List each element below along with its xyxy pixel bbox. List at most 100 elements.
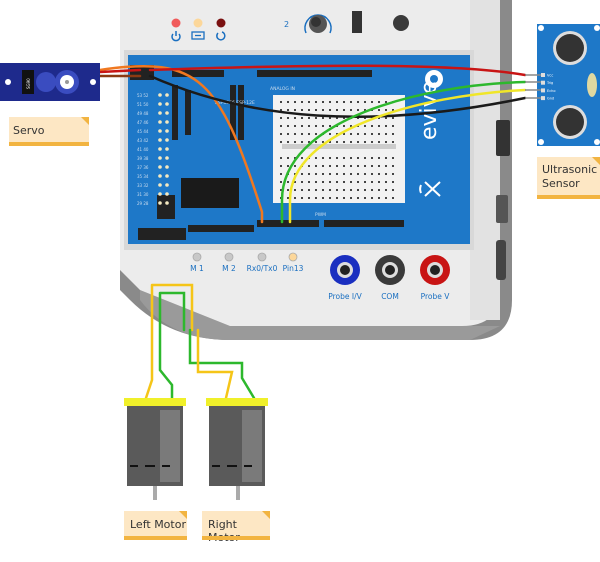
pin-dot <box>165 183 169 187</box>
power-icon <box>171 31 181 42</box>
right-motor-yellow-wire <box>196 328 234 400</box>
sd-slot <box>496 240 506 280</box>
right-motor-green-wire <box>188 328 256 400</box>
pin-label: 39 38 <box>137 156 149 161</box>
indicator-label-m2: M 2 <box>222 264 236 273</box>
wires <box>98 64 527 400</box>
pin-dot <box>165 102 169 106</box>
servo-label-text: Servo <box>13 124 45 137</box>
pin-dot <box>165 93 169 97</box>
reset-led <box>216 18 226 28</box>
indicator-label-pin13: Pin13 <box>283 264 304 273</box>
ic-chip <box>181 178 239 208</box>
probe-label-v: Probe V <box>421 292 451 301</box>
pin-label: 41 40 <box>137 147 149 152</box>
sensor-pin <box>541 80 545 85</box>
indicator-led <box>224 252 234 262</box>
servo-part-text: SG90 <box>26 78 31 89</box>
pwm-label: PWM <box>315 212 326 218</box>
pin-dot <box>158 111 162 115</box>
pin-dot <box>165 129 169 133</box>
push-button[interactable] <box>393 15 409 31</box>
indicator-led <box>192 252 202 262</box>
sensor-pin-label: Trig <box>546 81 553 85</box>
pin-label: 31 30 <box>137 192 149 197</box>
usb-port <box>496 195 508 223</box>
gear-icon <box>425 70 443 88</box>
pin-dot <box>158 165 162 169</box>
pin-dot <box>165 165 169 169</box>
green-wire <box>280 80 527 224</box>
left-motor-label: Left Motor <box>124 511 187 540</box>
sensor-pin <box>541 88 545 93</box>
right-motor-label: Right Motor <box>202 511 270 544</box>
sensor-pin-label: Vcc <box>547 74 553 78</box>
pin-dot <box>165 174 169 178</box>
pin-label: 45 44 <box>137 129 149 134</box>
pin-dot <box>158 93 162 97</box>
pin-dot <box>158 120 162 124</box>
pin-dot <box>158 174 162 178</box>
reset-icon <box>216 31 226 41</box>
sensor-leads <box>525 74 541 99</box>
pin-dot <box>165 111 169 115</box>
sensor-pin <box>541 96 545 101</box>
left-motor-label-text: Left Motor <box>130 518 186 531</box>
left-motor-green-wire <box>158 291 186 400</box>
pin-dot <box>165 156 169 160</box>
pin-label: 35 34 <box>137 174 149 179</box>
pin-dot <box>165 201 169 205</box>
evive-logo-icon <box>419 181 441 197</box>
potentiometer-knob[interactable] <box>304 14 332 34</box>
pin-dot <box>158 138 162 142</box>
ultrasonic-label-line2: Sensor <box>542 177 580 190</box>
left-motor-yellow-wire <box>144 283 194 400</box>
dc-jack <box>496 120 510 156</box>
red-wire <box>148 64 527 77</box>
pin-dot <box>158 129 162 133</box>
pin-dot <box>158 156 162 160</box>
pin-dot <box>158 183 162 187</box>
probe-label-com: COM <box>381 292 399 301</box>
ultrasonic-label-line1: Ultrasonic <box>542 163 598 176</box>
pin-dot <box>158 102 162 106</box>
slide-switch[interactable] <box>352 11 362 33</box>
pin-label: 53 52 <box>137 93 149 98</box>
pin-dot <box>165 138 169 142</box>
pin-label: 47 46 <box>137 120 149 125</box>
analog-header-label: ANALOG IN <box>270 86 295 92</box>
pin-dot <box>165 192 169 196</box>
servo-motor: SG90 <box>0 63 100 101</box>
pin-dot <box>158 192 162 196</box>
sensor-pin-label: Gnd <box>547 97 554 101</box>
indicator-led <box>257 252 267 262</box>
sensor-pin <box>541 73 545 77</box>
status-leds <box>171 18 226 42</box>
pin-dot <box>158 201 162 205</box>
pin-label: 37 36 <box>137 165 149 170</box>
pin-dot <box>158 147 162 151</box>
indicator-label-rxtx: Rx0/Tx0 <box>247 264 278 273</box>
indicator-label-m1: M 1 <box>190 264 204 273</box>
pin-label: 43 42 <box>137 138 149 143</box>
pin-label: 33 32 <box>137 183 149 188</box>
black-wire <box>148 74 527 119</box>
pin-dot <box>165 147 169 151</box>
pin-dot <box>165 120 169 124</box>
right-motor-label-text: Right Motor <box>208 518 240 544</box>
sensor-pin-label: Echo <box>547 89 556 93</box>
yellow-wire <box>288 88 527 224</box>
ultrasonic-label: Ultrasonic Sensor <box>537 157 600 199</box>
pin-label: 51 50 <box>137 102 149 107</box>
probe-label-iv: Probe I/V <box>328 292 362 301</box>
indicator-led <box>288 252 298 262</box>
evive-logo-text: evive <box>417 81 442 140</box>
battery-icon <box>191 31 205 40</box>
pin-label: 49 48 <box>137 111 149 116</box>
orange-wire <box>98 64 264 224</box>
right-motor <box>206 398 268 500</box>
servo-label: Servo <box>9 117 89 146</box>
